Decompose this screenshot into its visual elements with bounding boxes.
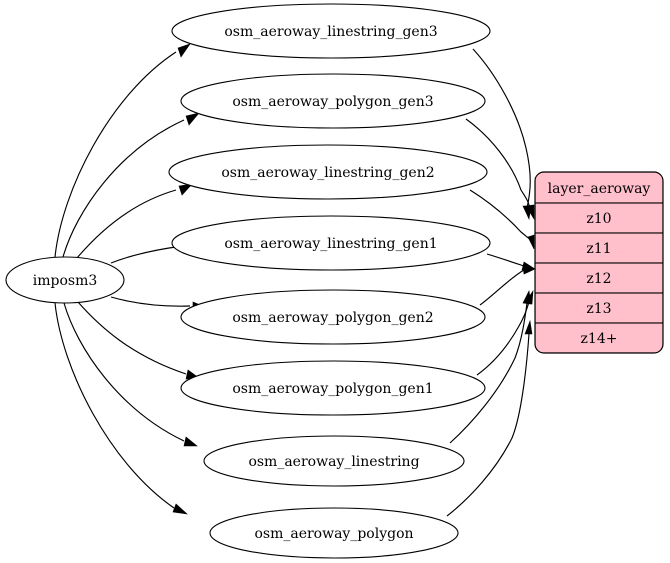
node-shape[interactable] bbox=[203, 435, 465, 487]
node-label: osm_aeroway_polygon_gen2 bbox=[232, 310, 433, 326]
node-label: osm_aeroway_polygon_gen1 bbox=[232, 381, 433, 397]
arrow-head-icon bbox=[524, 319, 533, 335]
table-row-label-z14: z14+ bbox=[581, 331, 618, 347]
table-layer_aeroway[interactable]: layer_aeroway z10 z11 z12 z13 z14+ bbox=[534, 171, 664, 354]
arrow-head-icon bbox=[527, 234, 535, 250]
node-shape[interactable] bbox=[171, 215, 491, 271]
table-row-cell-z13[interactable] bbox=[535, 292, 663, 324]
edge-path bbox=[446, 333, 530, 517]
edge-path bbox=[77, 301, 187, 375]
node-group-ellipses: osm_aeroway_linestring_gen3 osm_aeroway_… bbox=[168, 3, 491, 559]
edge-path bbox=[110, 296, 191, 307]
edge-path bbox=[479, 269, 525, 306]
node-shape[interactable] bbox=[171, 3, 491, 59]
node-osm_aeroway_linestring_gen2[interactable]: osm_aeroway_linestring_gen2 bbox=[168, 144, 488, 200]
node-shape[interactable] bbox=[180, 360, 486, 416]
table-row-cell-z14[interactable] bbox=[535, 322, 663, 353]
node-label: osm_aeroway_linestring bbox=[248, 454, 419, 470]
node-osm_aeroway_polygon_gen2[interactable]: osm_aeroway_polygon_gen2 bbox=[180, 289, 486, 345]
edge-path bbox=[54, 302, 175, 509]
edge-osm_aeroway_linestring-to-z13 bbox=[449, 290, 532, 444]
edge-imposm3-to-osm_aeroway_linestring_gen2 bbox=[76, 183, 193, 259]
edge-path bbox=[62, 119, 185, 258]
edge-imposm3-to-osm_aeroway_linestring bbox=[63, 302, 198, 447]
arrow-head-icon bbox=[522, 290, 532, 305]
edge-path bbox=[110, 245, 184, 264]
table-row-cell-z11[interactable] bbox=[535, 232, 663, 264]
edge-osm_aeroway_polygon_gen1-to-z13 bbox=[476, 289, 534, 376]
edge-path bbox=[486, 253, 525, 267]
arrow-head-icon bbox=[183, 436, 198, 447]
edge-osm_aeroway_linestring_gen2-to-z11 bbox=[469, 189, 535, 250]
table-row-label-z12: z12 bbox=[586, 271, 611, 287]
node-label: osm_aeroway_polygon_gen3 bbox=[232, 94, 433, 110]
table-header-label: layer_aeroway bbox=[548, 181, 651, 197]
edge-path bbox=[449, 302, 528, 444]
edge-path bbox=[54, 51, 177, 258]
node-osm_aeroway_linestring_gen3[interactable]: osm_aeroway_linestring_gen3 bbox=[171, 3, 491, 59]
node-label: osm_aeroway_linestring_gen2 bbox=[221, 165, 434, 181]
node-shape[interactable] bbox=[209, 507, 459, 559]
arrow-head-icon bbox=[525, 204, 535, 221]
node-osm_aeroway_linestring_gen1[interactable]: osm_aeroway_linestring_gen1 bbox=[171, 215, 491, 271]
node-label: osm_aeroway_linestring_gen3 bbox=[224, 24, 437, 40]
node-imposm3[interactable]: imposm3 bbox=[5, 256, 125, 304]
edge-imposm3-to-osm_aeroway_polygon_gen3 bbox=[62, 112, 200, 258]
arrow-head-icon bbox=[177, 43, 191, 58]
edge-path bbox=[76, 189, 177, 259]
node-osm_aeroway_polygon_gen1[interactable]: osm_aeroway_polygon_gen1 bbox=[180, 360, 486, 416]
node-shape[interactable] bbox=[5, 256, 125, 304]
edge-imposm3-to-osm_aeroway_polygon_gen1 bbox=[77, 301, 200, 380]
arrow-head-icon bbox=[522, 265, 536, 275]
node-osm_aeroway_linestring[interactable]: osm_aeroway_linestring bbox=[203, 435, 465, 487]
edge-path bbox=[472, 48, 531, 209]
arrow-head-icon bbox=[185, 112, 200, 126]
arrow-head-icon bbox=[178, 183, 193, 196]
node-osm_aeroway_polygon[interactable]: osm_aeroway_polygon bbox=[209, 507, 459, 559]
root-node-label: imposm3 bbox=[33, 273, 98, 289]
edge-imposm3-to-osm_aeroway_linestring_gen3 bbox=[54, 43, 191, 258]
table-row-label-z11: z11 bbox=[586, 241, 611, 257]
edge-group-tables-to-layer bbox=[446, 48, 536, 517]
table-cells bbox=[535, 172, 663, 353]
table-row-label-z13: z13 bbox=[586, 301, 611, 317]
edge-osm_aeroway_polygon_gen3-to-z10 bbox=[465, 118, 535, 221]
node-label: osm_aeroway_linestring_gen1 bbox=[224, 236, 437, 252]
node-shape[interactable] bbox=[168, 144, 488, 200]
node-shape[interactable] bbox=[180, 73, 486, 129]
node-osm_aeroway_polygon_gen3[interactable]: osm_aeroway_polygon_gen3 bbox=[180, 73, 486, 129]
edge-imposm3-to-osm_aeroway_polygon bbox=[54, 302, 188, 515]
edge-osm_aeroway_polygon-to-z14 bbox=[446, 319, 533, 517]
table-row-cell-z10[interactable] bbox=[535, 202, 663, 234]
arrow-head-icon bbox=[172, 503, 188, 515]
table-outline bbox=[534, 171, 664, 354]
edge-osm_aeroway_polygon_gen2-to-z12 bbox=[479, 265, 536, 306]
edge-path bbox=[63, 302, 185, 442]
table-row-label-z10: z10 bbox=[586, 211, 611, 227]
table-row-cell-z12[interactable] bbox=[535, 262, 663, 294]
node-shape[interactable] bbox=[180, 289, 486, 345]
edge-osm_aeroway_linestring_gen3-to-z10 bbox=[472, 48, 532, 221]
node-label: osm_aeroway_polygon bbox=[254, 526, 413, 542]
edge-path bbox=[465, 118, 531, 210]
